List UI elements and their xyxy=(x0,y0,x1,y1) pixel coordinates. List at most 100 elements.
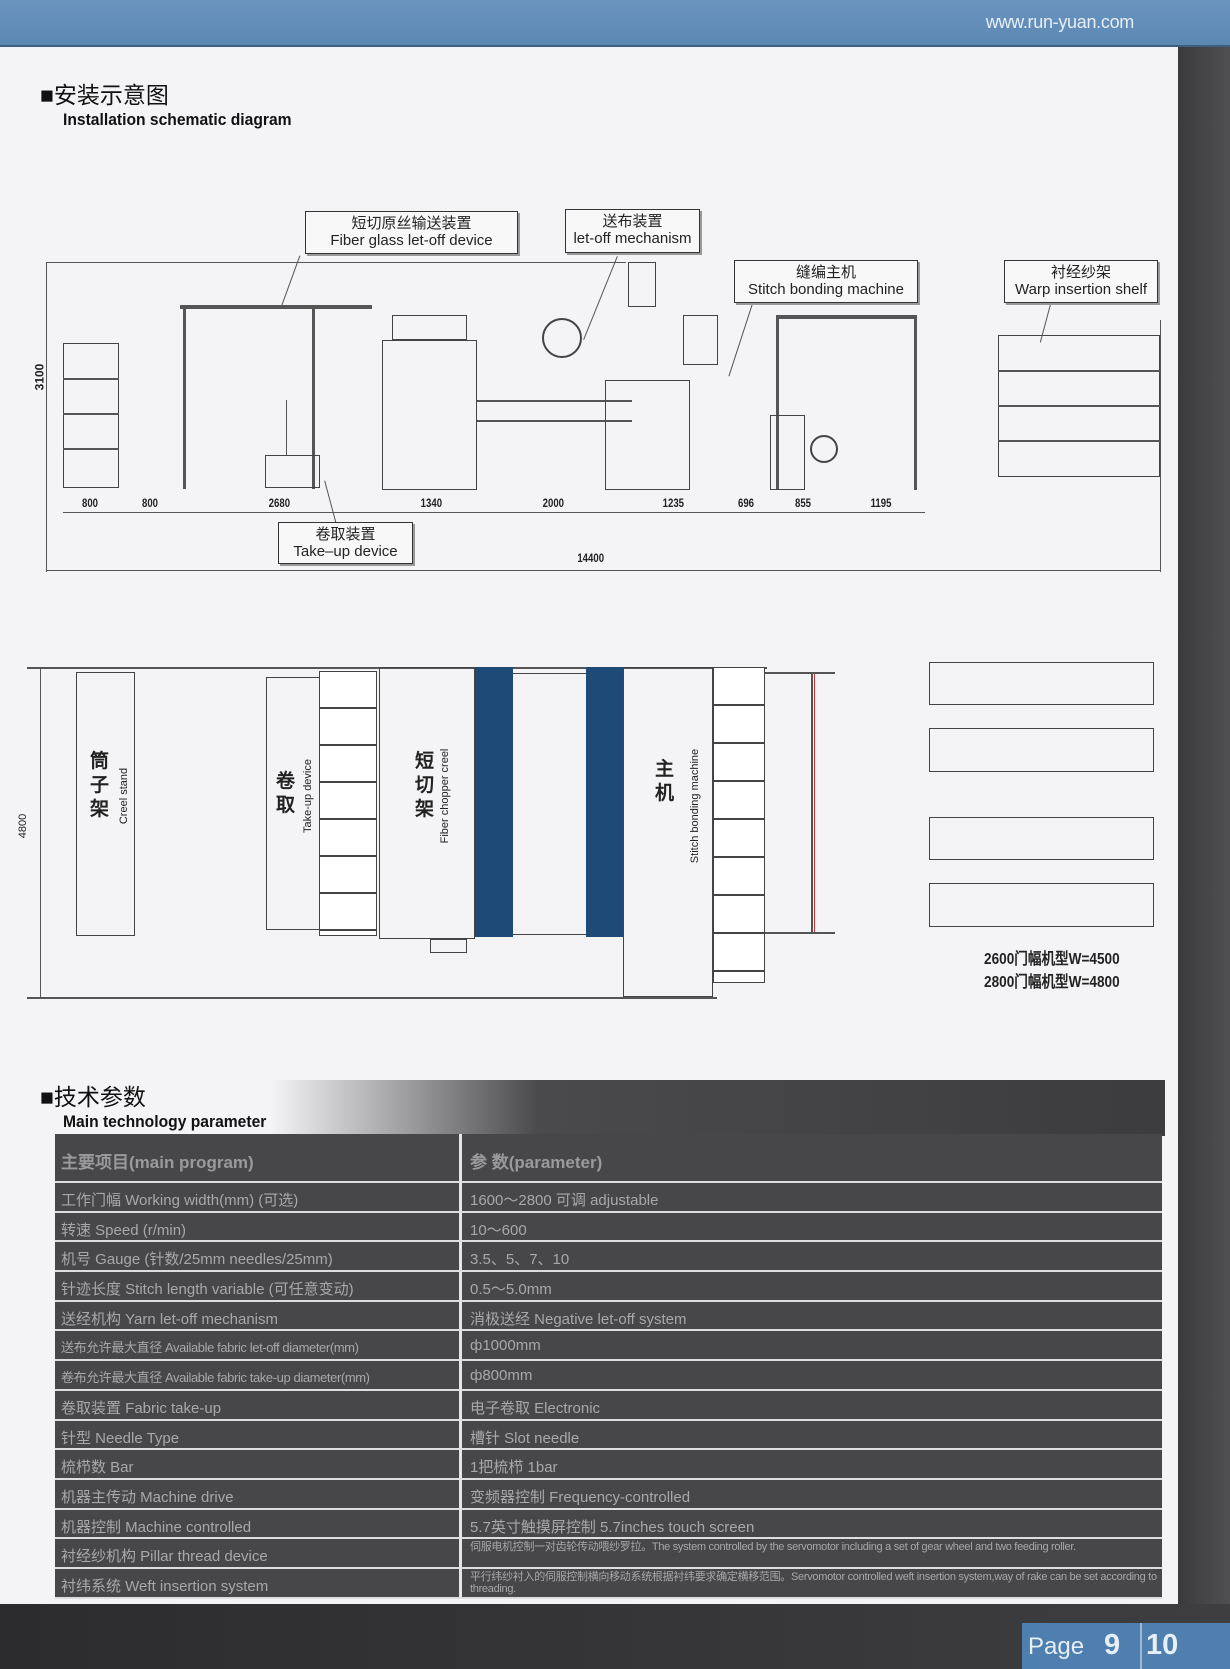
row-item: 机号 Gauge (针数/25mm needles/25mm) xyxy=(55,1242,462,1271)
takeup-label-en: Take-up device xyxy=(302,759,314,833)
header-item: 主要项目(main program) xyxy=(55,1134,462,1181)
creel-label-en: Creel stand xyxy=(118,767,130,825)
plan-diagram: 4800 筒子架 Creel stand 卷取 Take-up device 短… xyxy=(17,662,1154,999)
shelf-line xyxy=(63,378,119,380)
frame-line xyxy=(46,570,1161,571)
width-note-2800: 2800门幅机型W=4800 xyxy=(984,974,1120,991)
machine-head-drawing xyxy=(683,315,718,365)
row-item: 工作门幅 Working width(mm) (可选) xyxy=(55,1183,462,1211)
main-label-cn: 主机 xyxy=(655,759,675,804)
top-banner xyxy=(0,0,1230,47)
frame-line xyxy=(1160,320,1161,572)
warp-shelf-block xyxy=(929,883,1154,927)
label-cn: 衬经纱架 xyxy=(1050,264,1111,281)
row-value: ф1000mm xyxy=(462,1331,1162,1360)
row-item: 机器主传动 Machine drive xyxy=(55,1479,462,1508)
warp-frame-block xyxy=(713,667,765,983)
rail-end xyxy=(765,672,835,674)
total-length: 14400 xyxy=(577,551,605,565)
dim-9: 1195 xyxy=(870,496,892,510)
takeup-label-cn: 卷取 xyxy=(276,771,296,816)
frame-line xyxy=(46,262,626,263)
row-item: 卷布允许最大直径 Available fabric take-up diamet… xyxy=(55,1361,462,1389)
row-item: 转速 Speed (r/min) xyxy=(55,1212,462,1241)
table-row: 卷布允许最大直径 Available fabric take-up diamet… xyxy=(55,1361,1162,1391)
chopper-foot-block xyxy=(430,939,467,953)
rail-line-red xyxy=(814,672,815,934)
header-parameter: 参 数(parameter) xyxy=(462,1134,1162,1181)
row-item: 送布允许最大直径 Available fabric let-off diamet… xyxy=(55,1331,462,1360)
page-indicator: Page 9 10 xyxy=(1022,1623,1230,1669)
page-divider xyxy=(1140,1623,1142,1669)
frame-line xyxy=(27,997,717,999)
table-row: 工作门幅 Working width(mm) (可选)1600～2800 可调 … xyxy=(55,1183,1162,1213)
row-value: 3.5、5、7、10 xyxy=(462,1242,1162,1271)
label-cn: 短切原丝输送装置 xyxy=(351,215,472,232)
section-banner xyxy=(270,1080,1165,1136)
row-item: 机器控制 Machine controlled xyxy=(55,1509,462,1538)
stitch-machine-drawing xyxy=(605,380,690,490)
frame-line xyxy=(46,262,47,572)
table-row: 转速 Speed (r/min)10～600 xyxy=(55,1212,1162,1243)
row-value: ф800mm xyxy=(462,1361,1162,1389)
chopper-drawing xyxy=(382,340,477,490)
tech-title-cn: ■技术参数 xyxy=(40,1084,146,1110)
label-en: Warp insertion shelf xyxy=(1015,281,1147,298)
label-cn: 送布装置 xyxy=(602,213,663,230)
row-item: 梳栉数 Bar xyxy=(55,1450,462,1478)
table-body: 工作门幅 Working width(mm) (可选)1600～2800 可调 … xyxy=(55,1183,1162,1599)
installation-title-en: Installation schematic diagram xyxy=(63,110,292,129)
page-number-right: 10 xyxy=(1146,1629,1179,1661)
row-value: 伺服电机控制一对齿轮传动喂纱罗拉。The system controlled b… xyxy=(462,1539,1162,1567)
takeup-block xyxy=(266,677,319,930)
warp-frame-beam xyxy=(776,315,916,319)
row-item: 衬纬系统 Weft insertion system xyxy=(55,1568,462,1597)
conveyor-line xyxy=(477,420,632,422)
row-value: 电子卷取 Electronic xyxy=(462,1390,1162,1419)
creel-label-cn: 筒子架 xyxy=(90,751,110,820)
machine-panel-drawing xyxy=(628,262,656,307)
dim-6: 1235 xyxy=(662,496,685,510)
takeup-rod xyxy=(286,400,287,455)
conveyor-gap xyxy=(513,673,586,935)
dim-5: 2000 xyxy=(542,496,565,510)
dim-2: 800 xyxy=(142,496,159,510)
conveyor-band xyxy=(586,667,623,937)
dimension-line xyxy=(40,667,41,997)
label-cn: 缝编主机 xyxy=(795,264,856,281)
main-machine-block xyxy=(623,667,713,997)
warp-shelf-block xyxy=(929,728,1154,772)
row-item: 送经机构 Yarn let-off mechanism xyxy=(55,1301,462,1330)
dim-7: 696 xyxy=(738,496,755,510)
warp-frame-post xyxy=(914,315,917,490)
table-header: 主要项目(main program) 参 数(parameter) xyxy=(55,1134,1162,1183)
warp-shelf-block xyxy=(929,662,1154,705)
chopper-head-drawing xyxy=(392,315,467,340)
shelf-line xyxy=(63,448,119,450)
row-value: 10～600 xyxy=(462,1212,1162,1241)
rail-line xyxy=(811,672,813,934)
creel-stand-drawing xyxy=(63,343,119,488)
installation-title-cn: ■安装示意图 xyxy=(40,82,169,108)
width-note-2600: 2600门幅机型W=4500 xyxy=(984,951,1120,968)
plan-width-dimension: 4800 xyxy=(17,813,30,839)
table-row: 针迹长度 Stitch length variable (可任意变动)0.5～5… xyxy=(55,1272,1162,1302)
chopper-label-cn: 短切架 xyxy=(415,751,435,820)
dim-8: 855 xyxy=(795,496,812,510)
warp-beam-icon xyxy=(810,435,838,463)
dim-1: 800 xyxy=(82,496,99,510)
label-en: Stitch bonding machine xyxy=(748,281,904,298)
rail-post xyxy=(183,309,186,489)
takeup-frame-block xyxy=(319,671,377,936)
conveyor-line xyxy=(477,400,632,402)
warp-unit-drawing xyxy=(770,415,805,490)
row-value: 槽针 Slot needle xyxy=(462,1420,1162,1449)
dimension-line xyxy=(63,512,925,513)
